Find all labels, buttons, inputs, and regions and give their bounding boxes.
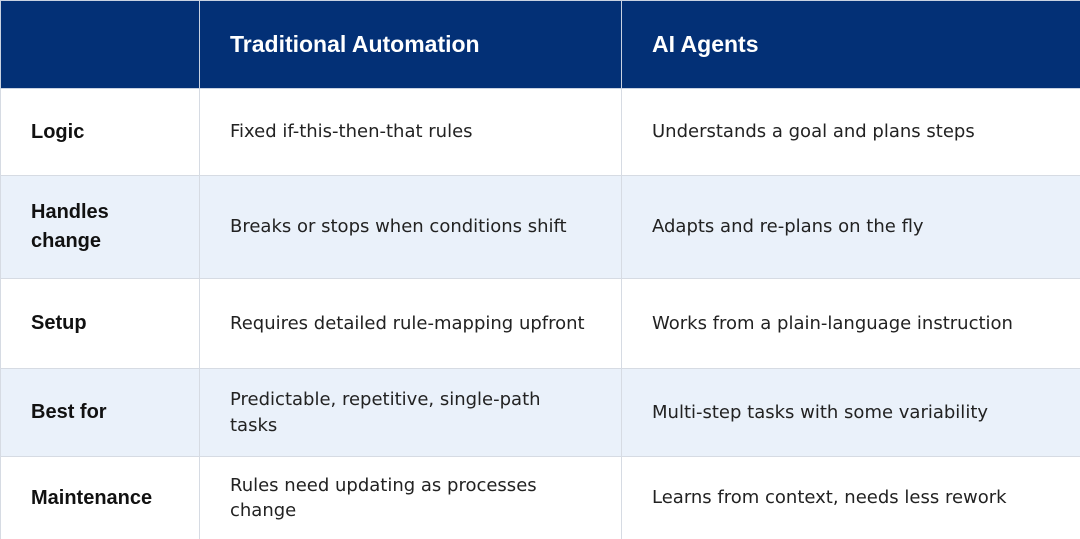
- table-body: Logic Fixed if-this-then-that rules Unde…: [0, 88, 1080, 539]
- cell-traditional: Fixed if-this-then-that rules: [199, 88, 622, 176]
- table-row: Handles change Breaks or stops when cond…: [0, 175, 1080, 279]
- cell-ai: Understands a goal and plans steps: [621, 88, 1080, 176]
- row-label-setup: Setup: [0, 278, 200, 369]
- cell-traditional: Breaks or stops when conditions shift: [199, 175, 622, 279]
- header-row: Traditional Automation AI Agents: [0, 0, 1080, 89]
- cell-ai: Works from a plain-language instruction: [621, 278, 1080, 369]
- row-label-best-for: Best for: [0, 368, 200, 457]
- header-traditional-automation: Traditional Automation: [199, 0, 622, 89]
- row-label-maintenance: Maintenance: [0, 456, 200, 539]
- cell-traditional: Rules need updating as processes change: [199, 456, 622, 539]
- cell-traditional: Predictable, repetitive, single-path tas…: [199, 368, 622, 457]
- cell-ai: Learns from context, needs less rework: [621, 456, 1080, 539]
- cell-ai: Multi-step tasks with some variability: [621, 368, 1080, 457]
- row-label-handles-change: Handles change: [0, 175, 200, 279]
- table-row: Setup Requires detailed rule-mapping upf…: [0, 278, 1080, 369]
- row-label-logic: Logic: [0, 88, 200, 176]
- table-row: Maintenance Rules need updating as proce…: [0, 456, 1080, 539]
- header-corner-cell: [0, 0, 200, 89]
- table-row: Best for Predictable, repetitive, single…: [0, 368, 1080, 457]
- header-ai-agents: AI Agents: [621, 0, 1080, 89]
- table-header: Traditional Automation AI Agents: [0, 0, 1080, 89]
- table-row: Logic Fixed if-this-then-that rules Unde…: [0, 88, 1080, 176]
- cell-ai: Adapts and re-plans on the fly: [621, 175, 1080, 279]
- cell-traditional: Requires detailed rule-mapping upfront: [199, 278, 622, 369]
